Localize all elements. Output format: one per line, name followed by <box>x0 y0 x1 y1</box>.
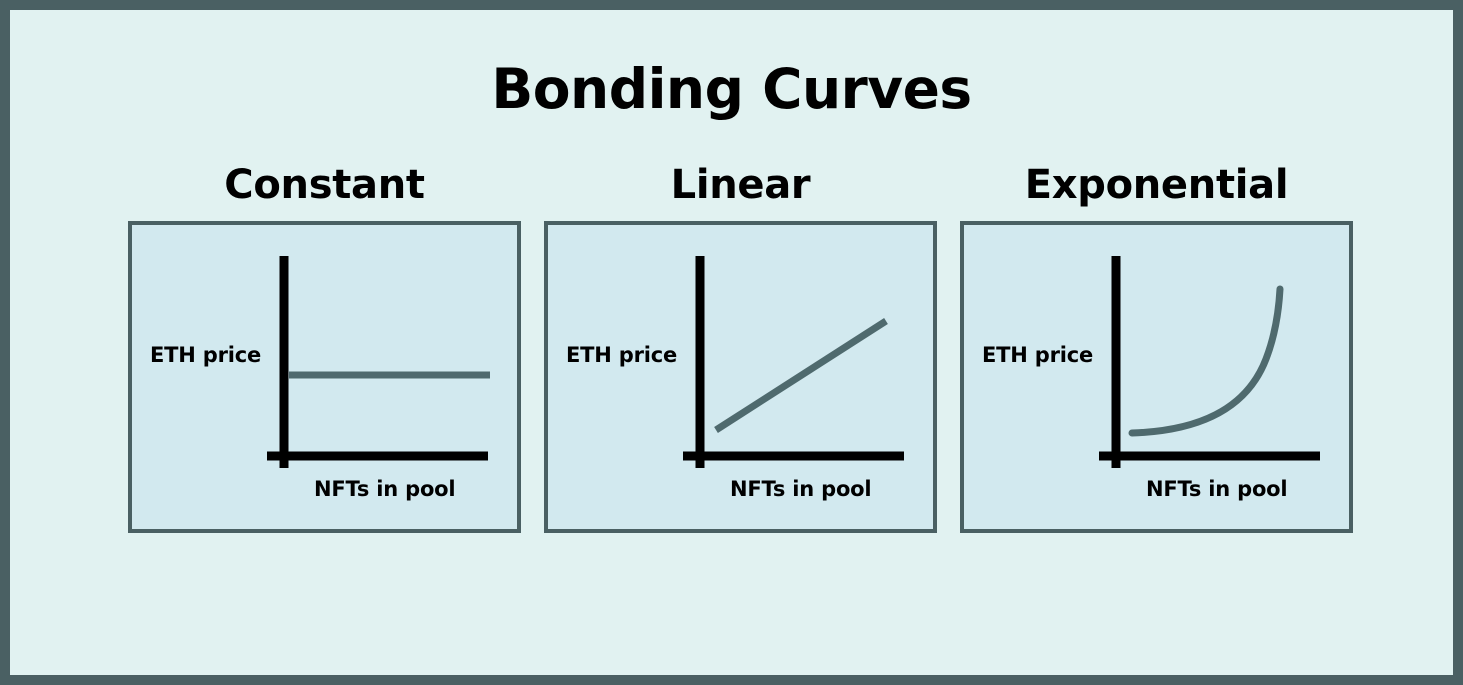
exponential-curve <box>1128 285 1284 437</box>
chart-heading-linear: Linear <box>670 162 811 208</box>
linear-curve-plot <box>683 256 904 468</box>
exponential-curve-plot <box>1099 256 1320 468</box>
y-axis-label-exponential: ETH price <box>982 343 1094 367</box>
chart-panel-exponential[interactable]: ETH price NFTs in pool <box>960 221 1353 533</box>
x-axis-label-exponential: NFTs in pool <box>1146 477 1288 501</box>
panel-row: Constant ETH price NFTs in pool Linear <box>128 165 1353 575</box>
x-axis-label-linear: NFTs in pool <box>730 477 872 501</box>
chart-column-linear: Linear ETH price NFTs in pool <box>544 165 937 575</box>
chart-heading-exponential: Exponential <box>1024 162 1289 208</box>
page-title: Bonding Curves <box>491 57 972 121</box>
chart-panel-linear[interactable]: ETH price NFTs in pool <box>544 221 937 533</box>
chart-panel-constant[interactable]: ETH price NFTs in pool <box>128 221 521 533</box>
chart-column-exponential: Exponential ETH price NFTs in pool <box>960 165 1353 575</box>
chart-heading-constant: Constant <box>224 162 425 208</box>
chart-column-constant: Constant ETH price NFTs in pool <box>128 165 521 575</box>
page-canvas: Bonding Curves Constant ETH price NFTs i… <box>10 10 1453 675</box>
y-axis-label-linear: ETH price <box>566 343 678 367</box>
constant-curve-plot <box>267 256 490 468</box>
y-axis-label-constant: ETH price <box>150 343 262 367</box>
x-axis-label-constant: NFTs in pool <box>314 477 456 501</box>
linear-curve <box>714 318 888 433</box>
